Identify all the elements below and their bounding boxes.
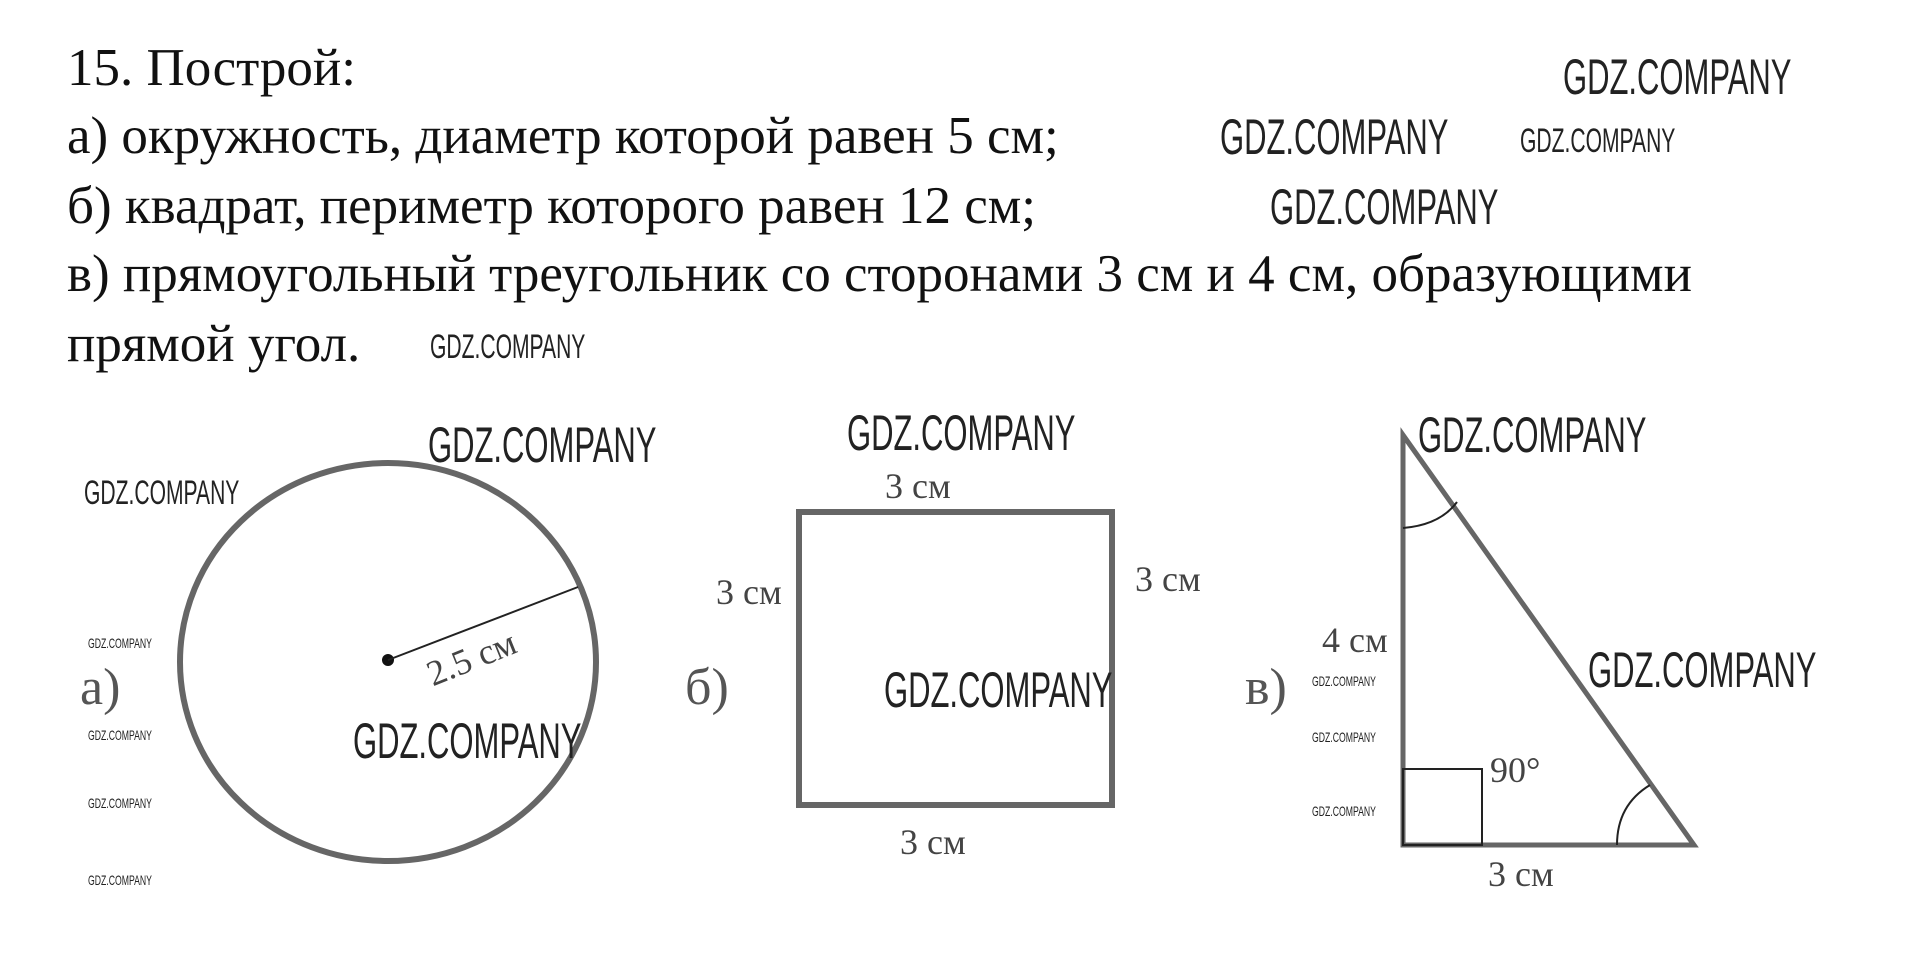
watermark: GDZ.COMPANY xyxy=(847,405,1076,461)
task-item-a: а) окружность, диаметр которой равен 5 с… xyxy=(67,107,1059,165)
watermark: GDZ.COMPANY xyxy=(1312,673,1376,689)
watermark: GDZ.COMPANY xyxy=(1220,109,1449,165)
triangle-vertical-label: 4 см xyxy=(1322,620,1388,660)
watermark: GDZ.COMPANY xyxy=(1520,122,1676,160)
watermark: GDZ.COMPANY xyxy=(84,474,240,512)
bottom-angle-arc xyxy=(1616,784,1651,846)
watermark: GDZ.COMPANY xyxy=(88,872,152,888)
triangle-horizontal-label: 3 см xyxy=(1488,854,1554,894)
figure-marker-a: а) xyxy=(80,659,121,716)
watermark: GDZ.COMPANY xyxy=(88,795,152,811)
task-item-c: в) прямоугольный треугольник со сторонам… xyxy=(67,245,1692,303)
circle-shape xyxy=(177,460,599,864)
square-left-label: 3 см xyxy=(716,572,782,612)
watermark: GDZ.COMPANY xyxy=(353,713,582,769)
right-angle-mark xyxy=(1402,768,1483,846)
watermark: GDZ.COMPANY xyxy=(430,328,586,366)
watermark: GDZ.COMPANY xyxy=(1563,49,1792,105)
square-bottom-label: 3 см xyxy=(900,822,966,862)
watermark: GDZ.COMPANY xyxy=(1588,642,1817,698)
watermark: GDZ.COMPANY xyxy=(88,635,152,651)
figure-marker-c: в) xyxy=(1245,659,1287,716)
square-top-label: 3 см xyxy=(885,466,951,506)
watermark: GDZ.COMPANY xyxy=(428,417,657,473)
figure-marker-b: б) xyxy=(685,659,729,716)
watermark: GDZ.COMPANY xyxy=(884,662,1113,718)
task-item-b: б) квадрат, периметр которого равен 12 с… xyxy=(67,177,1037,235)
square-right-label: 3 см xyxy=(1135,559,1201,599)
watermark: GDZ.COMPANY xyxy=(1312,803,1376,819)
square-shape xyxy=(796,509,1115,808)
watermark: GDZ.COMPANY xyxy=(1270,179,1499,235)
task-title: 15. Построй: xyxy=(67,39,357,97)
triangle-shape xyxy=(1400,427,1699,848)
top-angle-arc xyxy=(1402,501,1458,529)
circle-radius xyxy=(387,586,579,661)
right-angle-label: 90° xyxy=(1490,750,1541,790)
watermark: GDZ.COMPANY xyxy=(1312,729,1376,745)
watermark: GDZ.COMPANY xyxy=(1418,407,1647,463)
watermark: GDZ.COMPANY xyxy=(88,727,152,743)
task-item-c-cont: прямой угол. xyxy=(67,315,361,373)
